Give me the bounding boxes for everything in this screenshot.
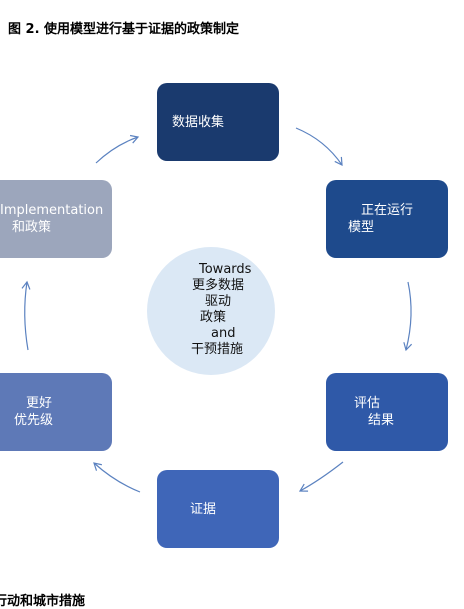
node-priority-line2: 优先级 — [14, 413, 54, 428]
node-evidence-label: 证据 — [190, 501, 217, 517]
node-better-priorities: 更好 优先级 — [0, 373, 112, 451]
center-line4: 政策 — [200, 310, 227, 325]
center-line3: 驱动 — [205, 294, 232, 309]
arrow-priority-to-implementation — [21, 280, 31, 351]
arrow-implementation-to-data — [95, 134, 140, 164]
node-data-collection-label: 数据收集 — [172, 114, 225, 130]
node-implementation-line1: Implementation — [0, 203, 104, 218]
center-line6: 干预措施 — [191, 342, 244, 357]
section-heading: 行动和城市措施 — [0, 594, 86, 609]
center-line2: 更多数据 — [192, 278, 245, 293]
node-implementation-policy: Implementation 和政策 — [0, 180, 112, 258]
node-evaluate-line2: 结果 — [368, 413, 395, 428]
node-running-model-line1: 正在运行 — [361, 203, 414, 218]
arrow-model-to-evaluate — [403, 281, 413, 352]
center-line5: and — [211, 326, 236, 341]
node-evaluate-line1: 评估 — [354, 396, 381, 411]
arrow-evaluate-to-evidence — [298, 461, 344, 492]
arrow-data-to-model — [295, 127, 343, 166]
arrow-evidence-to-priority — [93, 462, 141, 493]
node-data-collection: 数据收集 — [157, 83, 279, 161]
node-evaluate-results: 评估 结果 — [326, 373, 448, 451]
node-running-model: 正在运行 模型 — [326, 180, 448, 258]
node-running-model-line2: 模型 — [348, 220, 375, 235]
center-circle: Towards 更多数据 驱动 政策 and 干预措施 — [147, 247, 275, 375]
node-evidence: 证据 — [157, 470, 279, 548]
figure-title: 图 2. 使用模型进行基于证据的政策制定 — [8, 22, 240, 37]
node-implementation-line2: 和政策 — [12, 220, 52, 235]
node-priority-line1: 更好 — [26, 396, 53, 411]
center-line1: Towards — [199, 262, 252, 277]
